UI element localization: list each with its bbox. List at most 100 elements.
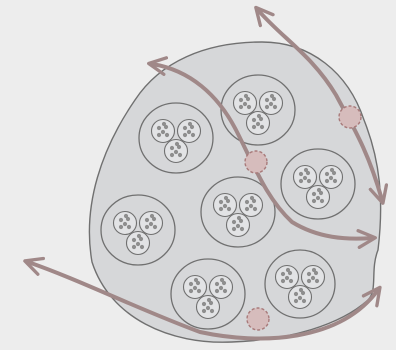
cluster-dot — [219, 277, 225, 283]
cluster — [274, 264, 300, 290]
cluster-dot — [311, 198, 317, 204]
cluster-dot — [205, 305, 211, 311]
cluster-dot — [222, 203, 228, 209]
cluster-dot — [251, 124, 257, 130]
cluster-dot — [123, 213, 129, 219]
cluster — [258, 90, 284, 116]
cluster-dot — [126, 224, 132, 230]
paths — [23, 5, 389, 341]
cluster-dot — [298, 287, 304, 293]
cluster — [208, 274, 234, 300]
cluster-dot — [302, 175, 308, 181]
cluster-dot — [218, 199, 224, 205]
cluster-dot — [231, 219, 237, 225]
cluster-dot — [136, 233, 142, 239]
cluster — [292, 164, 318, 190]
cluster-dot — [314, 278, 320, 284]
cluster-dot — [118, 217, 124, 223]
cluster-dot — [256, 113, 262, 119]
cluster — [305, 184, 331, 210]
cluster-dot — [218, 206, 224, 212]
cluster-dot — [144, 217, 150, 223]
cluster — [212, 192, 238, 218]
cluster — [182, 274, 208, 300]
cluster-dot — [288, 278, 294, 284]
cluster-group-upper-left — [138, 102, 214, 174]
cluster-dot — [152, 224, 158, 230]
cluster-dot — [244, 206, 250, 212]
cluster-dot — [303, 167, 309, 173]
cluster — [176, 118, 202, 144]
cluster-dot — [201, 301, 207, 307]
cluster — [138, 210, 164, 236]
cluster-dot — [255, 121, 261, 127]
cluster — [232, 90, 258, 116]
cluster — [300, 264, 326, 290]
cluster-dot — [187, 121, 193, 127]
cluster-dot — [251, 117, 257, 123]
cluster-dot — [252, 206, 258, 212]
cluster — [163, 138, 189, 164]
cluster-dot — [332, 178, 338, 184]
cluster-dot — [293, 298, 299, 304]
cluster-dot — [306, 271, 312, 277]
cluster-dot — [316, 187, 322, 193]
cluster-dot — [264, 104, 270, 110]
cluster-dot — [315, 195, 321, 201]
cluster-dot — [160, 129, 166, 135]
cluster-dot — [138, 236, 144, 242]
cluster-group-bottom-right — [264, 249, 336, 319]
cluster-dot — [301, 298, 307, 304]
cluster-dot — [280, 278, 286, 284]
cluster-dot — [235, 223, 241, 229]
cluster-dot — [156, 132, 162, 138]
path-bottom — [23, 256, 382, 341]
cluster-dot — [144, 224, 150, 230]
cluster-group-left — [100, 194, 176, 266]
cluster-dot — [297, 295, 303, 301]
cluster-dot — [324, 171, 330, 177]
cluster — [125, 230, 151, 256]
cluster — [112, 210, 138, 236]
cluster — [150, 118, 176, 144]
cluster-dot — [231, 226, 237, 232]
path-middle — [147, 56, 377, 249]
cluster-dot — [169, 145, 175, 151]
cluster-dot — [269, 93, 275, 99]
cluster-dot — [182, 132, 188, 138]
cluster — [287, 284, 313, 310]
cluster-dot — [280, 271, 286, 277]
cluster-dot — [193, 277, 199, 283]
cluster-dot — [118, 224, 124, 230]
cluster-dot — [238, 97, 244, 103]
cluster-dot — [186, 129, 192, 135]
cluster-dot — [214, 288, 220, 294]
cluster-dot — [173, 149, 179, 155]
marker-bottom — [246, 307, 270, 331]
cluster-dot — [226, 206, 232, 212]
cluster-dot — [206, 297, 212, 303]
cluster-dot — [182, 125, 188, 131]
cluster-dot — [214, 281, 220, 287]
cluster-dot — [264, 97, 270, 103]
cluster-dot — [139, 244, 145, 250]
cluster-dot — [242, 101, 248, 107]
cluster-dot — [236, 215, 242, 221]
cluster-dot — [310, 275, 316, 281]
cluster-dot — [284, 275, 290, 281]
cluster-dot — [174, 141, 180, 147]
cluster-dot — [298, 178, 304, 184]
cluster-dot — [243, 93, 249, 99]
marker-right — [338, 105, 362, 129]
cluster-dot — [161, 121, 167, 127]
cluster-dot — [285, 267, 291, 273]
cluster-group-bottom — [170, 258, 246, 330]
markers — [244, 105, 362, 331]
cluster-dot — [131, 244, 137, 250]
cluster-dot — [248, 203, 254, 209]
cluster-dot — [164, 132, 170, 138]
cluster-dot — [149, 213, 155, 219]
cluster-dot — [131, 237, 137, 243]
cluster — [195, 294, 221, 320]
